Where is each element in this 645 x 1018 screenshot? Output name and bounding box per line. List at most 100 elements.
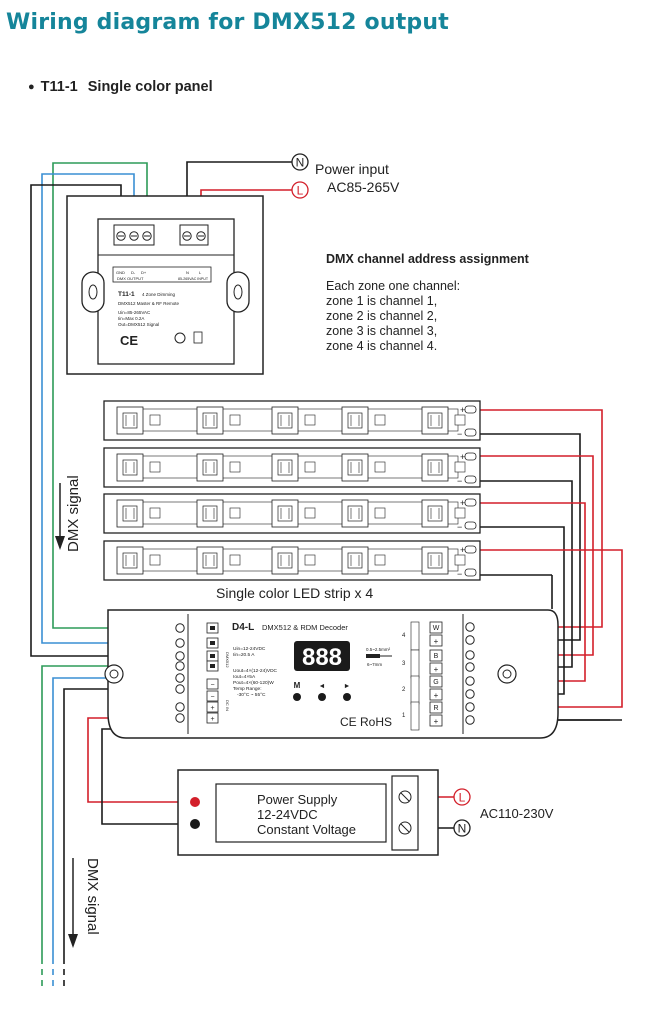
panel-spec-2: Out=DMX512 Signal: [118, 322, 159, 327]
decoder-right-terminal: [465, 715, 475, 725]
decoder-channel-labels: 4W+3B+2G+1R+: [402, 621, 443, 731]
decoder-output-spec-0: Uout=4×(12-24)VDC: [233, 668, 278, 674]
panel-label-plate: [112, 266, 212, 283]
decoder-right-terminal: [465, 676, 475, 686]
decoder-output-spec-3: Temp Range:: [233, 686, 262, 692]
decoder-right-terminal: [465, 689, 475, 699]
dmx-signal-arrow-lower: [68, 934, 78, 948]
decoder-channel-color: W: [433, 625, 440, 632]
led-strips: +−+−+−+−: [103, 400, 481, 581]
decoder-button-left[interactable]: [318, 693, 326, 701]
decoder-wire-size: 0.5~2.5mm²: [366, 647, 391, 652]
led-strip-label: Single color LED strip x 4: [216, 585, 373, 601]
psu-line-2: Constant Voltage: [257, 822, 356, 837]
d4l-decoder: −−++ DMX512 DC IN D4-L DMX512 & RDM Deco…: [104, 609, 559, 739]
wire-out-4plus: [470, 409, 603, 628]
decoder-left-icons: −−++: [206, 622, 219, 724]
panel-ce-mark: CE: [120, 333, 138, 348]
power-supply: Power Supply 12-24VDC Constant Voltage L…: [177, 769, 554, 856]
decoder-right-terminals: [465, 622, 475, 725]
decoder-channel-color: G: [433, 679, 438, 686]
decoder-power-sign: −: [210, 694, 214, 701]
decoder-input-spec-0: Uin=12-24VDC: [233, 646, 266, 652]
panel-spec-1: Iin=Max 0.2A: [118, 316, 144, 321]
l-symbol: L: [297, 184, 304, 198]
led-strip-plus-pad: [464, 498, 477, 507]
panel-dmx-output: DMX OUTPUT: [117, 276, 144, 281]
decoder-channel-plus: +: [434, 717, 439, 726]
decoder-left-terminal: [175, 702, 185, 712]
decoder-button-left-label: ◄: [319, 683, 326, 690]
decoder-output-spec-1: Iout=4×5A: [233, 674, 256, 680]
led-strip-4: +−: [103, 540, 481, 581]
decoder-power-port-icon: [206, 712, 219, 724]
decoder-power-port-icon: [206, 701, 219, 713]
psu-ac-label: AC110-230V: [480, 806, 554, 821]
led-strip-1: +−: [103, 400, 481, 441]
dmx-signal-arrow-upper: [55, 536, 65, 550]
decoder-channel-plus: +: [434, 665, 439, 674]
psu-label-box: [215, 783, 387, 843]
decoder-power-port-icon: [206, 690, 219, 702]
panel-term-n: N: [186, 270, 189, 275]
decoder-left-terminal: [175, 684, 185, 694]
decoder-left-terminals: [175, 623, 185, 723]
t11-panel: GND D- D+ DMX OUTPUT N L 85-265VAC INPUT…: [66, 195, 264, 375]
decoder-button-right-label: ►: [344, 683, 351, 690]
panel-weee-icon: [193, 331, 203, 344]
decoder-model: D4-L: [232, 622, 254, 633]
dmx-signal-label-upper: DMX signal: [65, 475, 82, 552]
led-strip-plus-pad: [464, 452, 477, 461]
led-strip-minus-label: −: [457, 522, 462, 532]
decoder-left-terminal: [175, 651, 185, 661]
decoder-output-spec-4: -30°C ~ 55°C: [237, 692, 266, 698]
decoder-button-m[interactable]: [293, 693, 301, 701]
psu-l-symbol-circle: [453, 788, 471, 806]
decoder-channel-color: R: [433, 705, 438, 712]
led-strip-plus-label: +: [460, 545, 465, 555]
led-strip-minus-pad: [464, 521, 477, 530]
led-strip-minus-pad: [464, 568, 477, 577]
psu-dc-minus-terminal: [190, 819, 200, 829]
decoder-input-spec-1: Iin=20.5 A: [233, 652, 255, 658]
dmx-address-assignment: DMX channel address assignment Each zone…: [326, 252, 529, 354]
decoder-power-side: DC IN: [225, 700, 230, 711]
panel-mount-left-hole: [88, 284, 98, 300]
dmx-assignment-line-2: zone 1 is channel 1,: [326, 294, 438, 308]
decoder-body: [107, 609, 559, 739]
dmx-signal-label-lower: DMX signal: [84, 858, 101, 935]
panel-terminal-block-dmx: [113, 224, 155, 246]
panel-mount-right-hole: [233, 284, 243, 300]
decoder-left-terminal: [175, 661, 185, 671]
decoder-channel-number: 3: [402, 661, 406, 667]
decoder-button-right[interactable]: [343, 693, 351, 701]
dmx-signal-lower: DMX signal: [68, 858, 101, 948]
decoder-power-sign: +: [210, 705, 214, 712]
power-input-symbols: N L Power input AC85-265V: [291, 153, 400, 199]
decoder-cert: CE RoHS: [340, 715, 392, 729]
decoder-output-spec-2: Pout=4×(60-120)W: [233, 680, 274, 686]
decoder-right-terminal: [465, 662, 475, 672]
decoder-channel-plus: +: [434, 691, 439, 700]
wire-strip-icon: [366, 654, 380, 658]
panel-power-input-text: 85-265VAC INPUT: [178, 277, 209, 281]
panel-term-dplus: D+: [141, 270, 147, 275]
n-symbol-circle: [291, 153, 309, 171]
panel-terminal-block-power: [179, 224, 209, 246]
psu-dc-plus-terminal: [190, 797, 200, 807]
decoder-left-terminal: [175, 713, 185, 723]
subtitle-model: T11-1: [40, 79, 78, 95]
decoder-dmx-side: DMX512: [225, 652, 230, 668]
psu-ac-terminal-block: [391, 775, 419, 851]
dmx-assignment-line-1: Each zone one channel:: [326, 279, 461, 293]
l-symbol-circle: [291, 181, 309, 199]
decoder-display: [294, 641, 350, 671]
psu-line-1: 12-24VDC: [257, 807, 318, 822]
bullet: ●: [28, 81, 35, 93]
decoder-strip-len: 6~7mm: [367, 662, 382, 667]
panel-spec-0: Uin=85-265VAC: [118, 310, 151, 315]
decoder-right-terminal: [465, 622, 475, 632]
led-strip-3: +−: [103, 493, 481, 534]
led-strip-plus-label: +: [460, 498, 465, 508]
